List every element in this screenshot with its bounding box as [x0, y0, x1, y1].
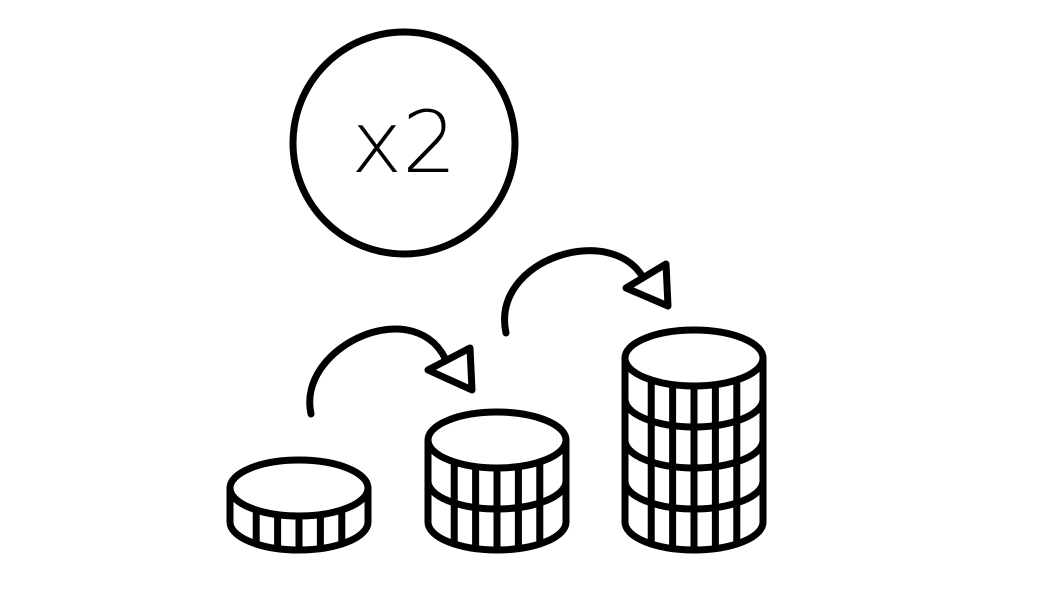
curved-arrow-2-path — [501, 247, 649, 337]
coin-stack-1-top — [226, 456, 372, 520]
coin-stack-3 — [621, 326, 767, 554]
coin-separator — [621, 439, 767, 472]
curved-arrow-1-head — [424, 344, 476, 394]
multiplier-badge: x2 — [289, 28, 519, 258]
coin-separator — [621, 480, 767, 513]
coin-separator — [621, 398, 767, 431]
multiplier-badge-circle — [289, 28, 519, 258]
coin-stack-2 — [424, 408, 570, 554]
curved-arrow-2 — [501, 247, 672, 337]
coin-separator — [424, 480, 570, 513]
coin-stack-2-top — [424, 408, 570, 472]
curved-arrow-1 — [306, 325, 476, 418]
curved-arrow-1-path — [306, 325, 452, 418]
coin-stack-1 — [226, 456, 372, 554]
coin-stack-3-top — [621, 326, 767, 390]
curved-arrow-2-head — [622, 260, 672, 310]
multiplier-badge-text: x2 — [351, 93, 457, 193]
